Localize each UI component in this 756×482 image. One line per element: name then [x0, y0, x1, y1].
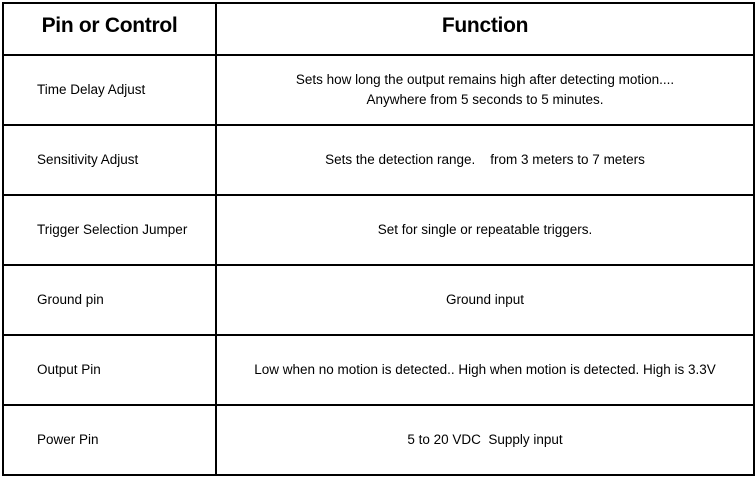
table-row-power-pin: Power Pin 5 to 20 VDC Supply input: [2, 404, 755, 476]
table-row-time-delay-adjust: Time Delay Adjust Sets how long the outp…: [2, 54, 755, 126]
pin-cell: Power Pin: [2, 404, 217, 476]
function-cell: Low when no motion is detected.. High wh…: [215, 334, 755, 406]
pin-cell: Ground pin: [2, 264, 217, 336]
table-row-output-pin: Output Pin Low when no motion is detecte…: [2, 334, 755, 406]
function-cell: Sets the detection range. from 3 meters …: [215, 124, 755, 196]
pin-cell: Trigger Selection Jumper: [2, 194, 217, 266]
function-cell: 5 to 20 VDC Supply input: [215, 404, 755, 476]
function-cell: Sets how long the output remains high af…: [215, 54, 755, 126]
column-header-function: Function: [215, 2, 755, 56]
pin-cell: Output Pin: [2, 334, 217, 406]
pin-cell: Time Delay Adjust: [2, 54, 217, 126]
table-row-trigger-selection-jumper: Trigger Selection Jumper Set for single …: [2, 194, 755, 266]
column-header-pin-or-control: Pin or Control: [2, 2, 217, 56]
function-cell: Set for single or repeatable triggers.: [215, 194, 755, 266]
pin-cell: Sensitivity Adjust: [2, 124, 217, 196]
function-cell: Ground input: [215, 264, 755, 336]
pin-function-table: Pin or Control Function Time Delay Adjus…: [2, 2, 755, 476]
table-row-sensitivity-adjust: Sensitivity Adjust Sets the detection ra…: [2, 124, 755, 196]
table-row-ground-pin: Ground pin Ground input: [2, 264, 755, 336]
table-header-row: Pin or Control Function: [2, 2, 755, 56]
